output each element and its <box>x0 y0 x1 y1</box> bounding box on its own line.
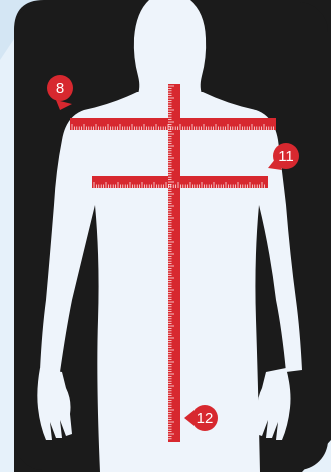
marker-8-label: 8 <box>56 80 64 97</box>
marker-12-label: 12 <box>197 410 214 427</box>
marker-11-label: 11 <box>278 148 294 165</box>
